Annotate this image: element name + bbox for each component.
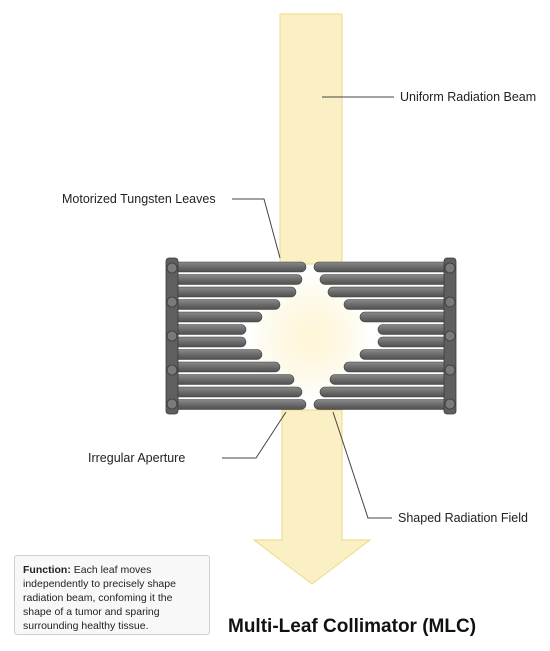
leaf-right bbox=[313, 261, 453, 273]
leaf-right bbox=[319, 386, 453, 398]
leaf-left bbox=[169, 286, 297, 298]
leaf-right bbox=[319, 274, 453, 285]
motor-hub bbox=[166, 296, 178, 308]
motor-hub bbox=[166, 330, 178, 342]
motor-hub bbox=[166, 398, 178, 410]
leaves-label: Motorized Tungsten Leaves bbox=[62, 192, 216, 206]
leaves-leader bbox=[232, 198, 281, 259]
function-heading: Function: bbox=[23, 564, 71, 576]
leaf-right bbox=[313, 399, 453, 410]
leaf-left bbox=[169, 399, 307, 410]
diagram-title: Multi-Leaf Collimator (MLC) bbox=[228, 616, 477, 637]
leaf-right bbox=[377, 336, 453, 348]
aperture-label: Irregular Aperture bbox=[88, 451, 186, 465]
leaf-left bbox=[169, 374, 295, 385]
field-leader bbox=[332, 411, 392, 519]
leaf-right bbox=[329, 374, 453, 385]
field-label: Shaped Radiation Field bbox=[398, 511, 528, 525]
leaf-right bbox=[359, 311, 453, 323]
leaf-right bbox=[327, 286, 453, 298]
motor-hub bbox=[444, 364, 456, 376]
motor-hub bbox=[444, 330, 456, 342]
leaf-right bbox=[377, 324, 453, 335]
motor-hub bbox=[166, 364, 178, 376]
function-text: Each leaf moves independently to precise… bbox=[23, 564, 176, 632]
leaf-left bbox=[169, 261, 307, 273]
leaf-right bbox=[343, 299, 453, 310]
aperture-leader bbox=[222, 411, 287, 459]
leaf-left bbox=[169, 336, 247, 348]
leaf-left bbox=[169, 349, 263, 360]
motor-hub bbox=[166, 262, 178, 274]
leaf-left bbox=[169, 299, 281, 310]
beam-label: Uniform Radiation Beam bbox=[400, 90, 537, 104]
uniform-beam bbox=[279, 13, 343, 265]
shaped-beam-arrow bbox=[252, 409, 372, 585]
function-note: Function: Each leaf moves independently … bbox=[14, 555, 210, 635]
leaf-right bbox=[343, 361, 453, 373]
leaf-left bbox=[169, 274, 303, 285]
motor-hub bbox=[444, 296, 456, 308]
tungsten-leaves bbox=[165, 257, 457, 415]
leaf-right bbox=[359, 349, 453, 360]
leader-lines bbox=[222, 96, 394, 519]
leaf-left bbox=[169, 361, 281, 373]
motor-hub bbox=[444, 398, 456, 410]
leaf-left bbox=[169, 311, 263, 323]
leaf-left bbox=[169, 324, 247, 335]
leaf-left bbox=[169, 386, 303, 398]
motor-hub bbox=[444, 262, 456, 274]
